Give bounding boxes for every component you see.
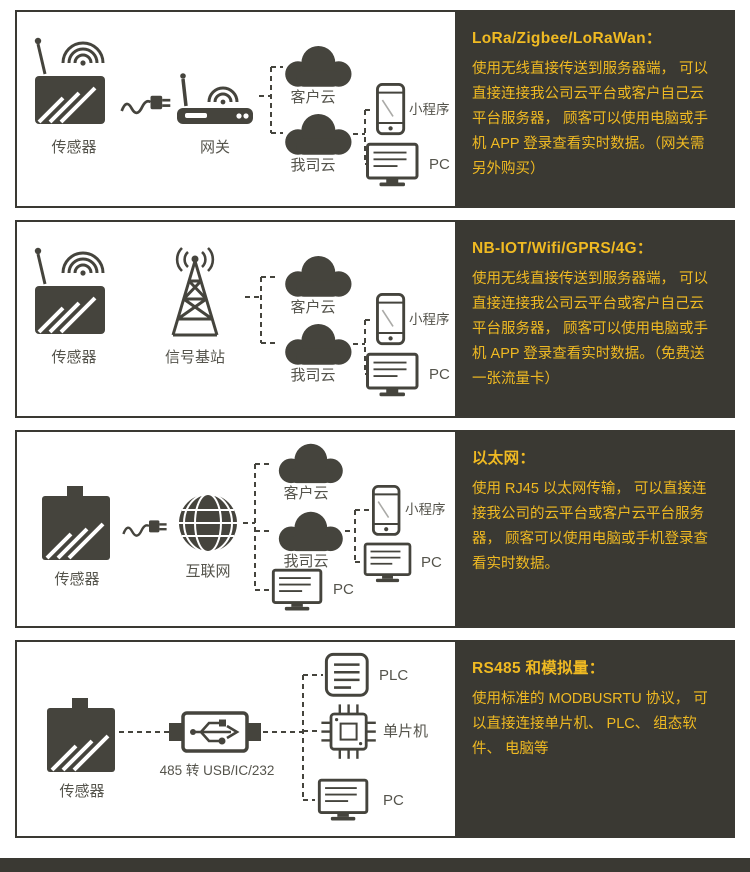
pc-monitor-icon — [271, 568, 323, 612]
dashed-connectors — [353, 319, 373, 375]
panel-description: 使用无线直接传送到服务器端， 可以直接连接我公司云平台或客户自己云平台服务器， … — [472, 61, 709, 177]
plc-label: PLC — [379, 667, 409, 684]
miniprogram-label: 小程序 — [409, 102, 450, 117]
panel-lora-diagram: 传感器 网关 客户云 我司云 小程序 PC — [15, 10, 455, 208]
company-cloud-label: 我司云 — [290, 367, 336, 384]
panel-lora-art — [32, 35, 419, 188]
panel-ethernet: 传感器 互联网 客户云 我司云 PC 小程序 PC 以太网： 使用 RJ45 以… — [15, 430, 735, 628]
panel-description: 使用标准的 MODBUSRTU 协议， 可以直接连接单片机、 PLC、 组态软件… — [472, 691, 708, 757]
company-cloud-label: 我司云 — [290, 157, 336, 174]
gateway-router-icon — [175, 71, 255, 126]
signal-tower-icon — [171, 246, 219, 337]
sensor-label: 传感器 — [59, 783, 105, 800]
sensor-label: 传感器 — [51, 139, 97, 156]
plug-cable-icon — [120, 94, 172, 115]
phone-miniprogram-icon — [376, 293, 406, 346]
mcu-chip-icon — [319, 703, 378, 761]
panel-description: 使用无线直接传送到服务器端， 可以直接连接我公司云平台或客户自己云平台服务器， … — [472, 271, 709, 387]
plug-cable-icon — [122, 519, 168, 537]
sensor-icon — [32, 35, 107, 126]
phone-miniprogram-icon — [376, 83, 406, 136]
panel-nbiot-info: NB-IOT/Wifi/GPRS/4G： 使用无线直接传送到服务器端， 可以直接… — [455, 220, 735, 418]
customer-cloud-icon — [285, 255, 352, 297]
internet-label: 互联网 — [185, 563, 231, 580]
panel-title: LoRa/Zigbee/LoRaWan： — [472, 30, 662, 47]
converter-label: 485 转 USB/IC/232 — [159, 763, 275, 778]
pc-bottom-label: PC — [333, 581, 354, 598]
sensor-icon — [45, 696, 117, 774]
pc-label: PC — [383, 792, 404, 809]
company-cloud-label: 我司云 — [283, 553, 329, 570]
company-cloud-icon — [278, 511, 343, 552]
pc-monitor-icon — [317, 778, 369, 822]
customer-cloud-label: 客户云 — [290, 89, 336, 106]
phone-miniprogram-icon — [371, 484, 401, 536]
panel-ethernet-info: 以太网： 使用 RJ45 以太网传输， 可以直接连接我公司的云平台或客户云平台服… — [455, 430, 735, 628]
pc-label: PC — [429, 366, 450, 383]
dashed-connectors — [345, 509, 369, 563]
sensor-icon — [40, 484, 112, 562]
company-cloud-icon — [285, 113, 352, 155]
dashed-connectors — [243, 463, 269, 591]
panel-rs485: 传感器 485 转 USB/IC/232 PLC 单片机 PC RS485 和模… — [15, 640, 735, 838]
signal-tower-label: 信号基站 — [164, 349, 225, 366]
sensor-icon — [32, 245, 107, 336]
panel-title: NB-IOT/Wifi/GPRS/4G： — [472, 240, 653, 257]
panel-nbiot-art — [32, 245, 419, 398]
panel-ethernet-art — [40, 443, 412, 612]
customer-cloud-icon — [278, 443, 343, 484]
company-cloud-icon — [285, 323, 352, 365]
customer-cloud-icon — [285, 45, 352, 87]
internet-globe-icon — [178, 493, 238, 553]
panel-title: RS485 和模拟量： — [472, 660, 605, 677]
dashed-connectors — [353, 109, 373, 165]
mcu-label: 单片机 — [383, 723, 429, 740]
panel-nbiot-diagram: 传感器 信号基站 客户云 我司云 小程序 PC — [15, 220, 455, 418]
next-section-edge — [0, 858, 750, 872]
plc-icon — [324, 652, 369, 697]
dashed-connectors — [245, 276, 275, 344]
customer-cloud-label: 客户云 — [290, 299, 336, 316]
panel-lora: 传感器 网关 客户云 我司云 小程序 PC LoRa/Zigbee/LoRaWa… — [15, 10, 735, 208]
sensor-label: 传感器 — [54, 571, 100, 588]
miniprogram-label: 小程序 — [405, 502, 446, 517]
usb-converter-icon — [167, 711, 263, 753]
miniprogram-label: 小程序 — [409, 312, 450, 327]
pc-label: PC — [421, 554, 442, 571]
panel-rs485-diagram: 传感器 485 转 USB/IC/232 PLC 单片机 PC — [15, 640, 455, 838]
pc-label: PC — [429, 156, 450, 173]
pc-monitor-icon — [366, 142, 419, 188]
pc-monitor-icon — [366, 352, 419, 398]
dashed-connectors — [119, 674, 323, 801]
pc-monitor-icon — [363, 542, 412, 584]
panel-rs485-art — [45, 652, 378, 822]
panel-description: 使用 RJ45 以太网传输， 可以直接连接我公司的云平台或客户云平台服务器， 顾… — [472, 481, 709, 572]
customer-cloud-label: 客户云 — [283, 485, 329, 502]
panel-ethernet-diagram: 传感器 互联网 客户云 我司云 PC 小程序 PC — [15, 430, 455, 628]
gateway-label: 网关 — [199, 139, 230, 156]
sensor-label: 传感器 — [51, 349, 97, 366]
panel-title: 以太网： — [472, 450, 536, 467]
panel-lora-info: LoRa/Zigbee/LoRaWan： 使用无线直接传送到服务器端， 可以直接… — [455, 10, 735, 208]
panel-rs485-info: RS485 和模拟量： 使用标准的 MODBUSRTU 协议， 可以直接连接单片… — [455, 640, 735, 838]
panel-nbiot: 传感器 信号基站 客户云 我司云 小程序 PC NB-IOT/Wifi/GPRS… — [15, 220, 735, 418]
